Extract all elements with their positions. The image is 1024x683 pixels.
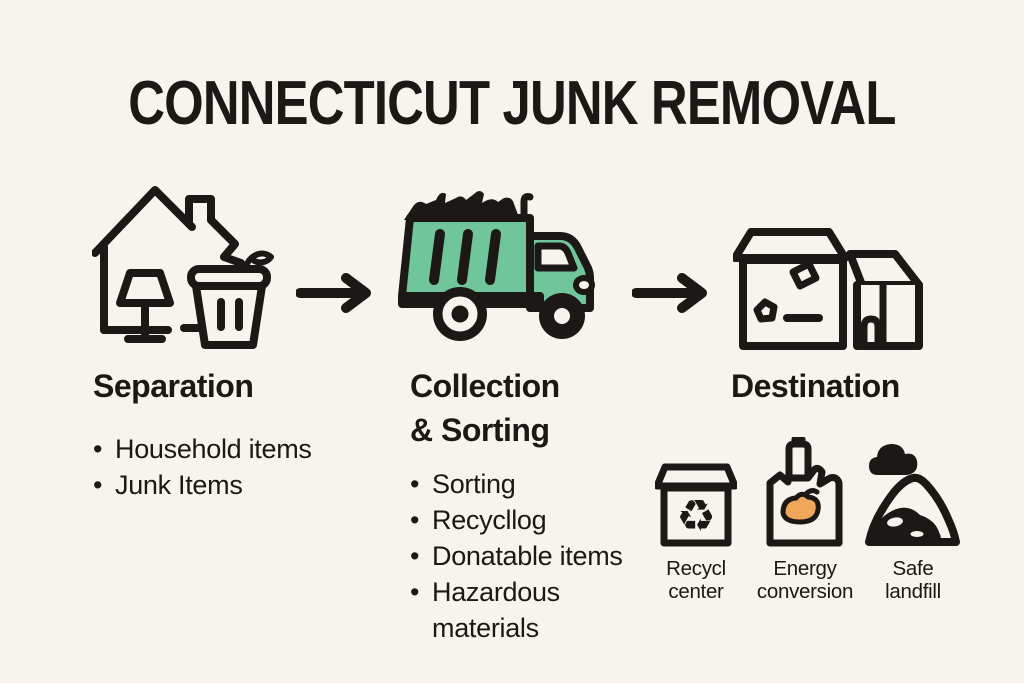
truck-bed-stripes [429,229,501,285]
recycle-box-icon: ♻ [655,437,737,547]
energy-bean-curl [802,488,820,498]
small-building-roof [846,250,923,289]
facility-label: Safe landfill [885,557,941,603]
destination-buildings-icon [733,228,931,352]
recycle-symbol: ♻ [676,491,715,542]
list-item: • Donatable items [410,538,670,574]
plant-chimney [785,440,812,485]
bullet-dot: • [410,577,420,607]
house-with-junk-icon [92,183,274,353]
bullet-text: Junk Items [115,470,243,500]
junk-stick [520,193,534,222]
landfill-mound-icon [865,437,961,547]
facility-energy-conversion: Energy conversion [744,437,866,603]
arrow-right-icon [632,270,714,316]
truck-headlight [573,275,595,295]
small-building-body [853,281,923,350]
trash-can-lines [217,298,243,331]
truck-rear-wheel [433,287,487,341]
mound-heap [872,507,941,540]
page-title-text: CONNECTICUT JUNK REMOVAL [128,69,896,138]
destination-facilities: ♻ Recycl center Energy conversion [648,437,960,603]
junk-truck-icon [396,186,614,346]
big-box-lid [733,228,849,262]
junk-pile [404,191,520,220]
heading-line: Collection [410,368,560,404]
trash-can-body [192,282,266,349]
energy-bean [780,491,821,525]
step-heading: Separation [93,368,254,404]
bullet-dot: • [410,469,420,499]
bullet-text: Household items [115,434,312,464]
step-collection-sorting: Collection & Sorting • Sorting • Recycllo… [410,364,670,646]
list-item: • Recycllog [410,502,670,538]
list-item: • Household items [93,431,393,467]
bullet-dot: • [93,470,103,500]
bullet-text: Hazardous materials [432,577,560,643]
step-heading: Destination [731,368,900,404]
house-chimney [185,195,215,228]
list-item: • Junk Items [93,467,393,503]
small-building-door [860,315,882,350]
big-box-body [739,256,847,350]
step-destination: Destination [731,364,951,408]
house-floor [100,324,208,334]
bullet-text: Recycllog [432,505,547,535]
heading-line: & Sorting [410,412,550,448]
bullet-dot: • [410,541,420,571]
step-heading: Collection & Sorting [410,364,670,452]
cloud-shape [869,444,918,475]
facility-label: Energy conversion [756,557,854,603]
house-roof [92,186,196,257]
box-item-blob [753,298,778,323]
truck-window [534,242,578,272]
facility-recycle-center: ♻ Recycl center [648,437,744,603]
bullet-text: Donatable items [432,541,623,571]
box-item-tilted [789,260,820,290]
facility-safe-landfill: Safe landfill [865,437,961,603]
list-item: • Hazardous materials [410,574,660,646]
lamp-icon [116,269,174,343]
bullet-dot: • [410,505,420,535]
bullet-text: Sorting [432,469,516,499]
trash-sprig [243,250,274,269]
facility-label: Recycl center [666,557,726,603]
bullet-dot: • [93,434,103,464]
arrow-right-icon [296,270,378,316]
list-item: • Sorting [410,466,670,502]
plant-chimney-cap [791,437,806,447]
step-separation: Separation • Household items • Junk Item… [93,364,393,503]
page-title: CONNECTICUT JUNK REMOVAL [0,68,1024,139]
energy-plant-icon [763,437,847,547]
